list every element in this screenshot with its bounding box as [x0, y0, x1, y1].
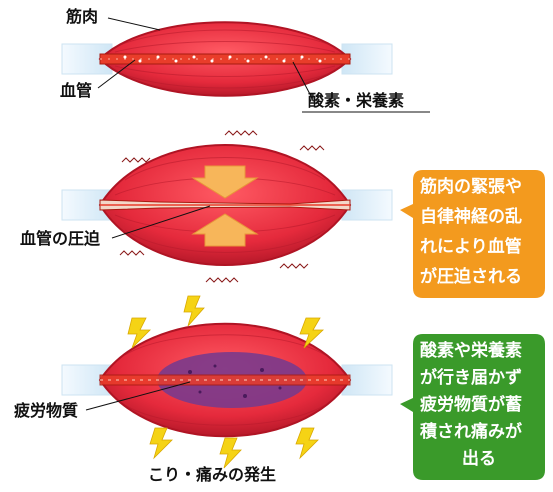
blood-vessel: [99, 374, 351, 386]
muscle-fibers: [114, 29, 336, 89]
leader-nutrients: [292, 61, 313, 99]
pain-lightning: [127, 295, 325, 469]
callout-line: 筋肉の緊張や: [419, 176, 522, 197]
caption-pain: こり・痛みの発生: [148, 465, 276, 484]
callout-line: が圧迫される: [420, 266, 522, 287]
leader-vessel: [97, 59, 136, 89]
label-vessel: 血管: [60, 81, 92, 100]
callout-line: が行き届かず: [420, 367, 522, 388]
panel-normal: 筋肉 血管 酸素・栄養素: [60, 7, 430, 113]
label-compression: 血管の圧迫: [20, 229, 101, 248]
leader-fatigue: [85, 381, 191, 411]
blood-vessel: [99, 53, 351, 65]
fatigue-particles: [188, 364, 282, 398]
label-nutrients: 酸素・栄養素: [308, 91, 404, 110]
nutrient-dots: [123, 55, 322, 63]
callout-line: 酸素や栄養素: [420, 340, 522, 361]
leader-muscle: [107, 17, 161, 31]
panel-compression: 血管の圧迫 筋肉の緊張や 自律神経の乱 れにより血管 が圧迫される: [20, 130, 545, 298]
callout-line: れにより血管: [420, 236, 522, 257]
tension-squiggles: [119, 130, 325, 283]
leader-compression: [111, 205, 211, 239]
label-fatigue: 疲労物質: [14, 401, 78, 420]
callout-pain: 酸素や栄養素 が行き届かず 疲労物質が蓄 積され痛みが 出る: [400, 334, 545, 480]
callout-line: 疲労物質が蓄: [420, 394, 522, 415]
callout-line: 積され痛みが: [420, 421, 522, 442]
arrow-up: [191, 213, 259, 247]
panel-pain: 疲労物質 こり・痛みの発生 酸素や栄養素 が行き届かず 疲労物質が蓄 積され痛み…: [14, 295, 545, 484]
callout-line: 出る: [462, 448, 496, 469]
callout-compression: 筋肉の緊張や 自律神経の乱 れにより血管 が圧迫される: [400, 170, 545, 298]
label-muscle: 筋肉: [65, 7, 98, 26]
arrow-down: [191, 165, 259, 199]
callout-line: 自律神経の乱: [420, 206, 522, 227]
